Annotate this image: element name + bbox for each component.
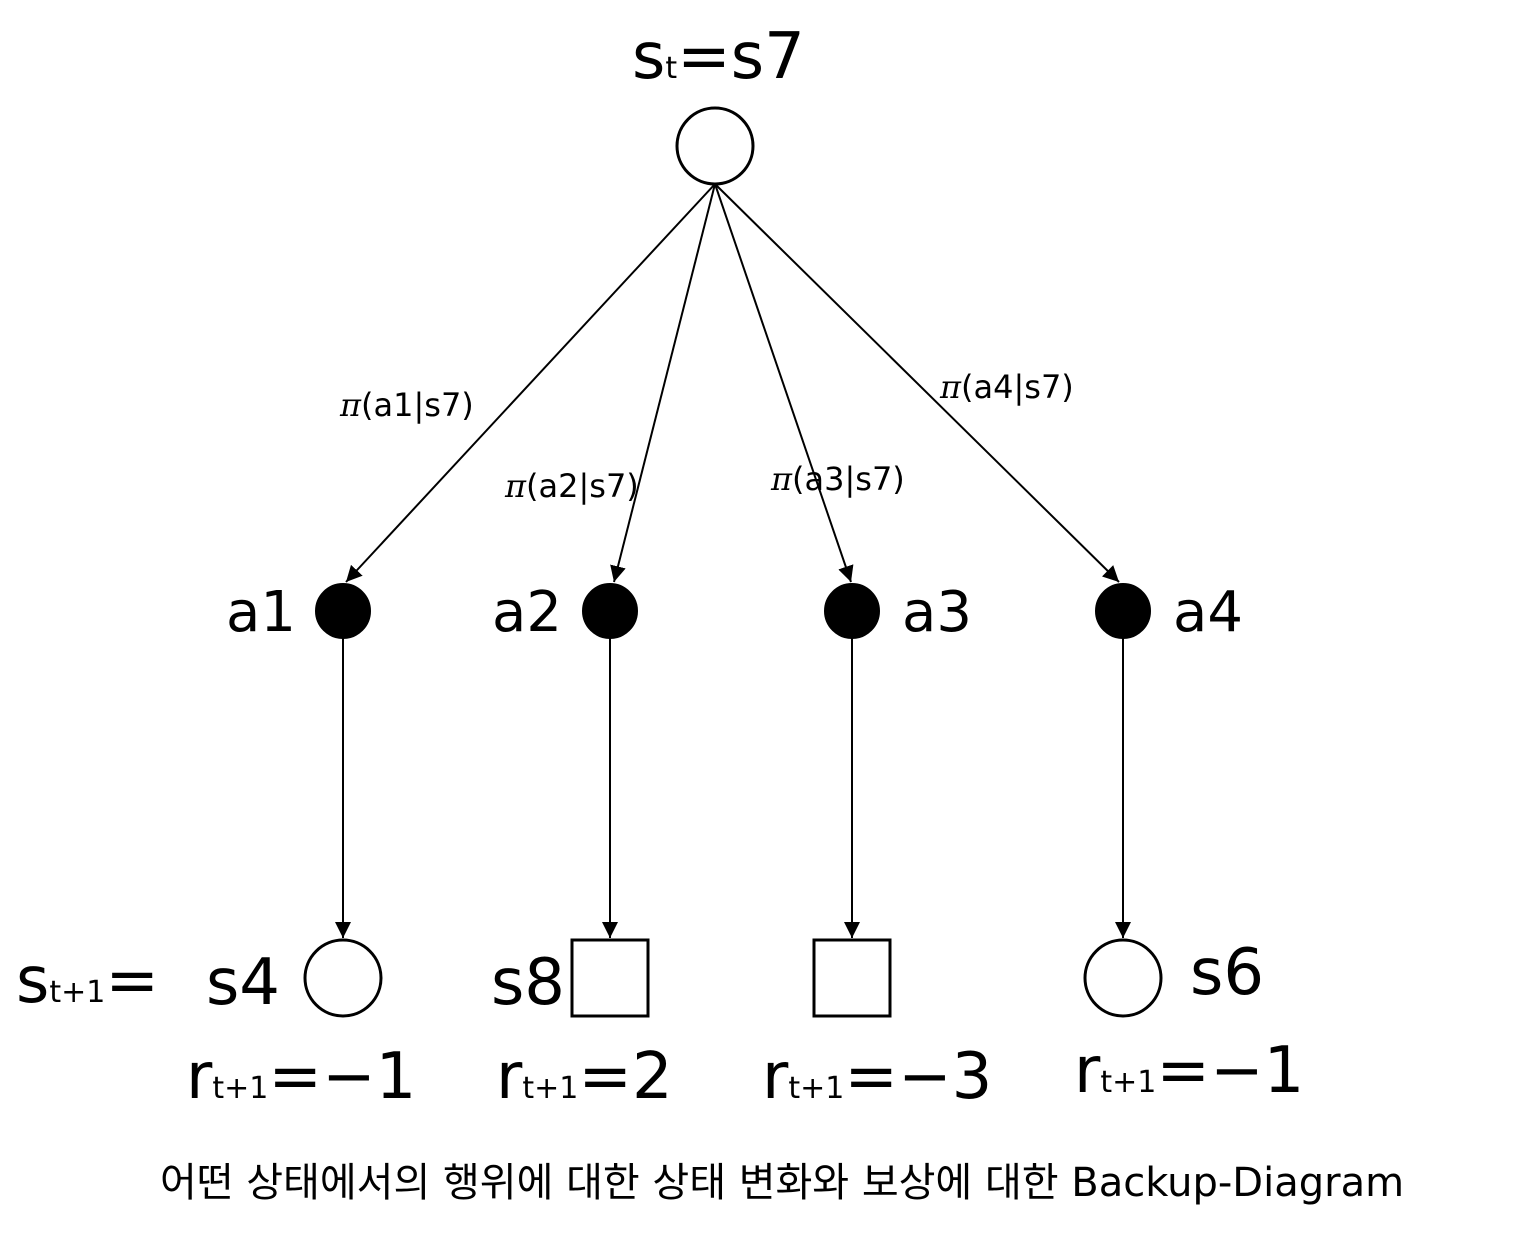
action-node-a3: [824, 583, 880, 639]
reward-s4: rt+1=−1: [186, 1040, 416, 1114]
edge-root-to-a3: [714, 183, 854, 583]
reward-s8: rt+1=2: [496, 1040, 673, 1114]
action-label-a4: a4: [1173, 580, 1243, 645]
action-node-a2: [582, 583, 638, 639]
action-node-a1: [315, 583, 371, 639]
edge-root-to-a2: [610, 183, 716, 583]
root-state-node: [675, 106, 755, 186]
reward-terminal: rt+1=−3: [762, 1040, 992, 1114]
edge-label-a2: π(a2|s7): [504, 467, 639, 505]
action-label-a3: a3: [902, 580, 972, 645]
next-state-label-s8: s8: [491, 946, 565, 1020]
next-state-node-s6: [1083, 938, 1163, 1018]
action-label-a2: a2: [492, 580, 562, 645]
next-state-node-s8: [570, 938, 650, 1018]
reward-s6: rt+1=−1: [1074, 1034, 1304, 1108]
edge-label-a1: π(a1|s7): [339, 386, 474, 424]
next-state-node-terminal: [812, 938, 892, 1018]
root-state-label: st=s7: [632, 20, 805, 94]
next-state-node-s4: [303, 938, 383, 1018]
edge-root-to-a4: [714, 183, 1120, 583]
action-node-a4: [1095, 583, 1151, 639]
next-state-label-s6: s6: [1190, 936, 1264, 1010]
edge-label-a4: π(a4|s7): [939, 368, 1074, 406]
edge-root-to-a1: [345, 183, 716, 583]
next-state-prefix: st+1=: [16, 944, 159, 1018]
next-state-label-s4: s4: [206, 946, 280, 1020]
edge-label-a3: π(a3|s7): [770, 460, 905, 498]
diagram-caption: 어떤 상태에서의 행위에 대한 상태 변화와 보상에 대한 Backup-Dia…: [160, 1160, 1404, 1206]
action-label-a1: a1: [226, 580, 296, 645]
